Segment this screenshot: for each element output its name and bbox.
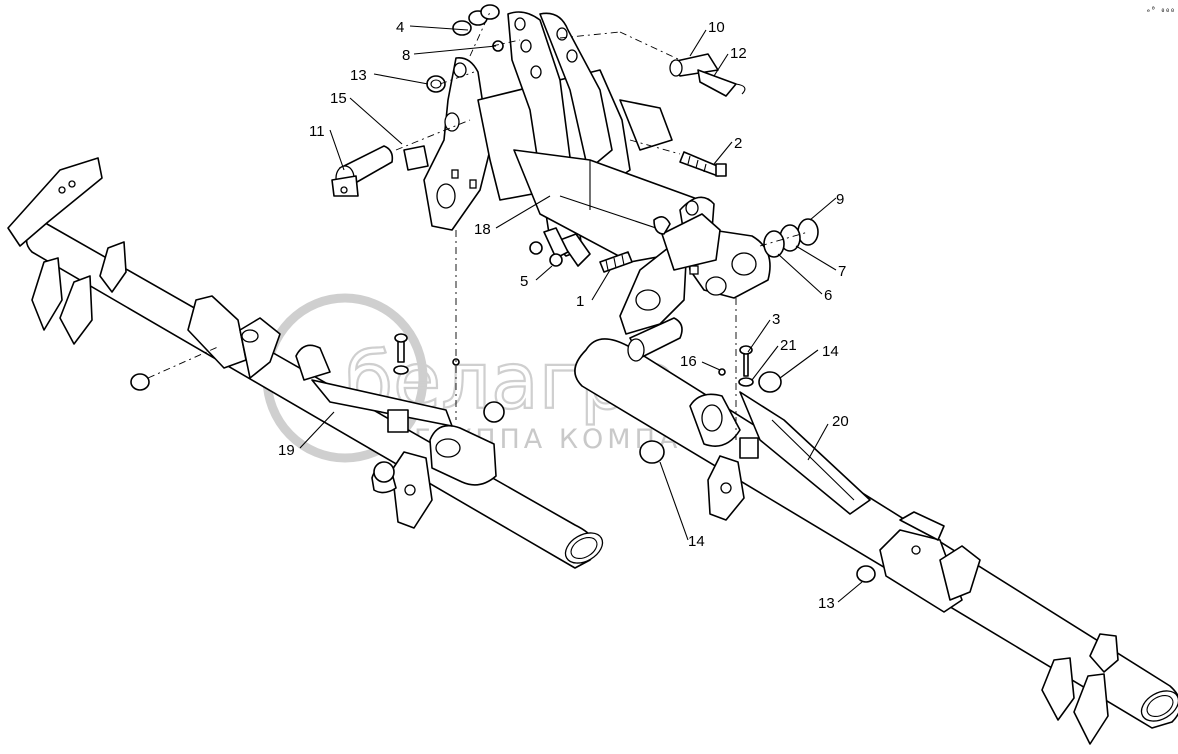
bushing-13b bbox=[856, 565, 876, 583]
bushing-14b bbox=[639, 440, 665, 464]
callout-4: 4 bbox=[396, 19, 404, 36]
callout-18: 18 bbox=[474, 221, 491, 238]
central-frame-part-18 bbox=[423, 11, 771, 335]
callout-15: 15 bbox=[330, 90, 347, 107]
bushing-13a bbox=[426, 75, 446, 93]
bushing-14a bbox=[758, 371, 782, 393]
leader-lines bbox=[299, 25, 863, 603]
callout-8: 8 bbox=[402, 47, 410, 64]
callout-21: 21 bbox=[780, 337, 797, 354]
callout-16: 16 bbox=[680, 353, 697, 370]
callout-14-right: 14 bbox=[822, 343, 839, 360]
bolt-3 bbox=[743, 351, 749, 377]
callout-labels: 4 8 10 12 13 15 11 2 9 18 7 6 5 1 3 21 1… bbox=[278, 19, 849, 612]
callout-14-bottom: 14 bbox=[688, 533, 705, 550]
callout-1: 1 bbox=[576, 293, 584, 310]
callout-3: 3 bbox=[772, 311, 780, 328]
callout-20: 20 bbox=[832, 413, 849, 430]
callout-6: 6 bbox=[824, 287, 832, 304]
callout-2: 2 bbox=[734, 135, 742, 152]
ring-9 bbox=[797, 218, 819, 246]
callout-13-top: 13 bbox=[350, 67, 367, 84]
ring-6 bbox=[763, 230, 785, 258]
callout-7: 7 bbox=[838, 263, 846, 280]
callout-10: 10 bbox=[708, 19, 725, 36]
pin-12 bbox=[697, 69, 737, 97]
corner-mark: ₑ⁰ ₀₀₀ bbox=[1146, 5, 1175, 14]
callout-13-bottom: 13 bbox=[818, 595, 835, 612]
left-beam-part-19 bbox=[7, 157, 604, 569]
loose-parts bbox=[130, 4, 876, 583]
callout-5: 5 bbox=[520, 273, 528, 290]
assembly-axes bbox=[147, 11, 809, 440]
callout-11: 11 bbox=[309, 123, 325, 140]
pin-16 bbox=[718, 368, 726, 376]
callout-12: 12 bbox=[730, 45, 747, 62]
right-beam-part-20 bbox=[574, 338, 1178, 745]
bolt-1 bbox=[599, 251, 633, 273]
bushing-15 bbox=[403, 145, 429, 171]
nut-5 bbox=[549, 253, 563, 267]
callout-19: 19 bbox=[278, 442, 295, 459]
callout-9: 9 bbox=[836, 191, 844, 208]
